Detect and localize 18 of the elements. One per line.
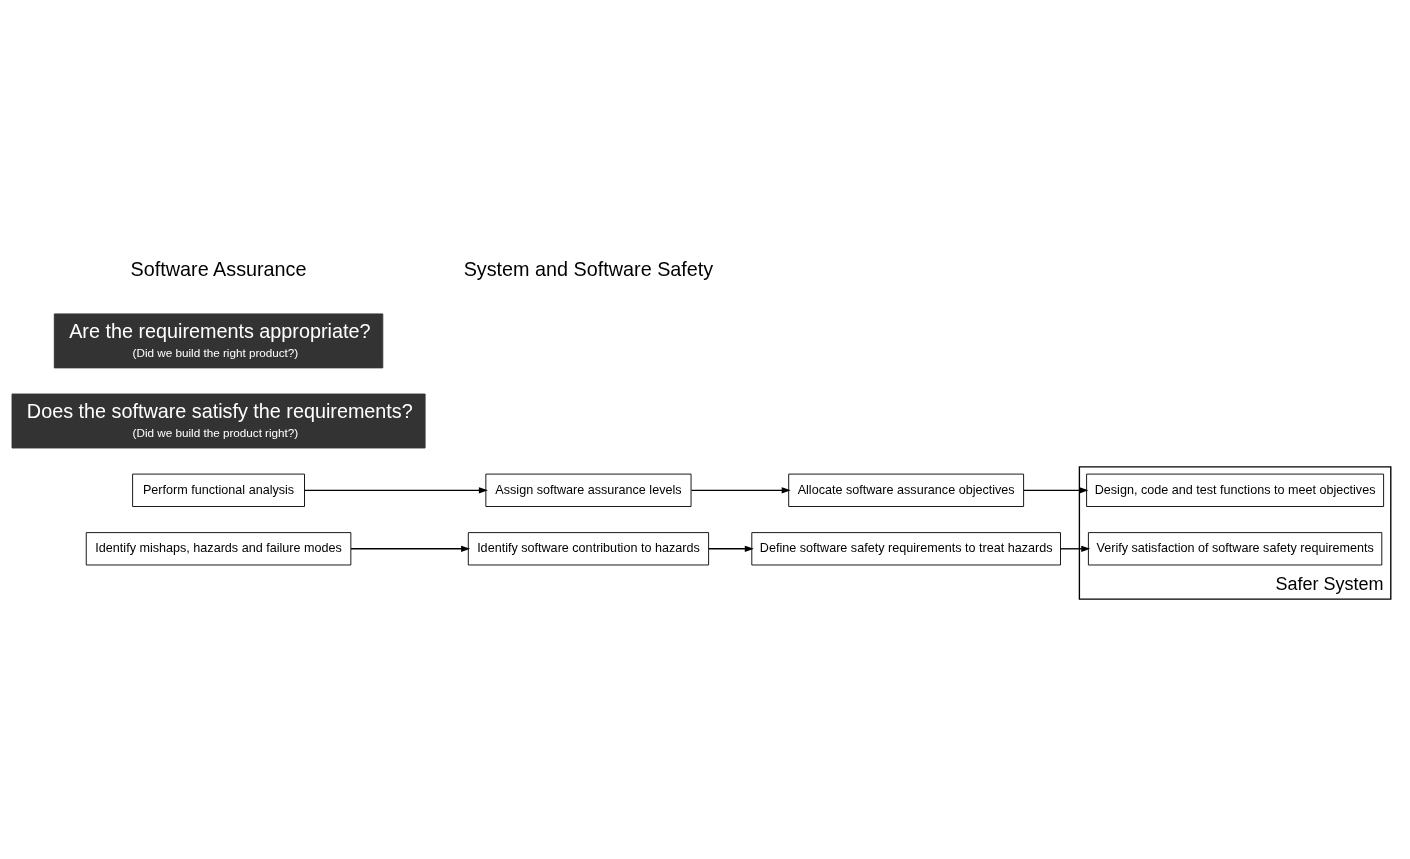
node-box: Identify software contribution to hazards bbox=[467, 531, 710, 565]
node-box: Are the requirements appropriate? (Did we build the right product?) bbox=[53, 312, 384, 368]
node-box: Design, code and test functions to meet objectives bbox=[1086, 473, 1385, 507]
arrow bbox=[690, 486, 791, 493]
node-box: Identify mishaps, hazards and failure modes bbox=[85, 531, 352, 565]
arrow bbox=[708, 545, 754, 552]
node-box: Perform functional analysis bbox=[132, 473, 305, 507]
arrow bbox=[1059, 545, 1091, 552]
node-box: Does the software satisfy the requirements? (Did we build the product right?) bbox=[11, 393, 426, 448]
node-box: Verify satisfaction of software safety requirements bbox=[1087, 531, 1383, 565]
label: System and Software Safety bbox=[463, 257, 714, 280]
node-box: Define software safety requirements to treat hazards bbox=[751, 531, 1061, 565]
node-box: Assign software assurance levels bbox=[485, 473, 692, 507]
arrow bbox=[350, 545, 471, 552]
label: Software Assurance bbox=[130, 257, 307, 280]
arrow bbox=[303, 486, 488, 493]
node-box: Allocate software assurance objectives bbox=[788, 473, 1025, 507]
arrow bbox=[1023, 486, 1089, 493]
